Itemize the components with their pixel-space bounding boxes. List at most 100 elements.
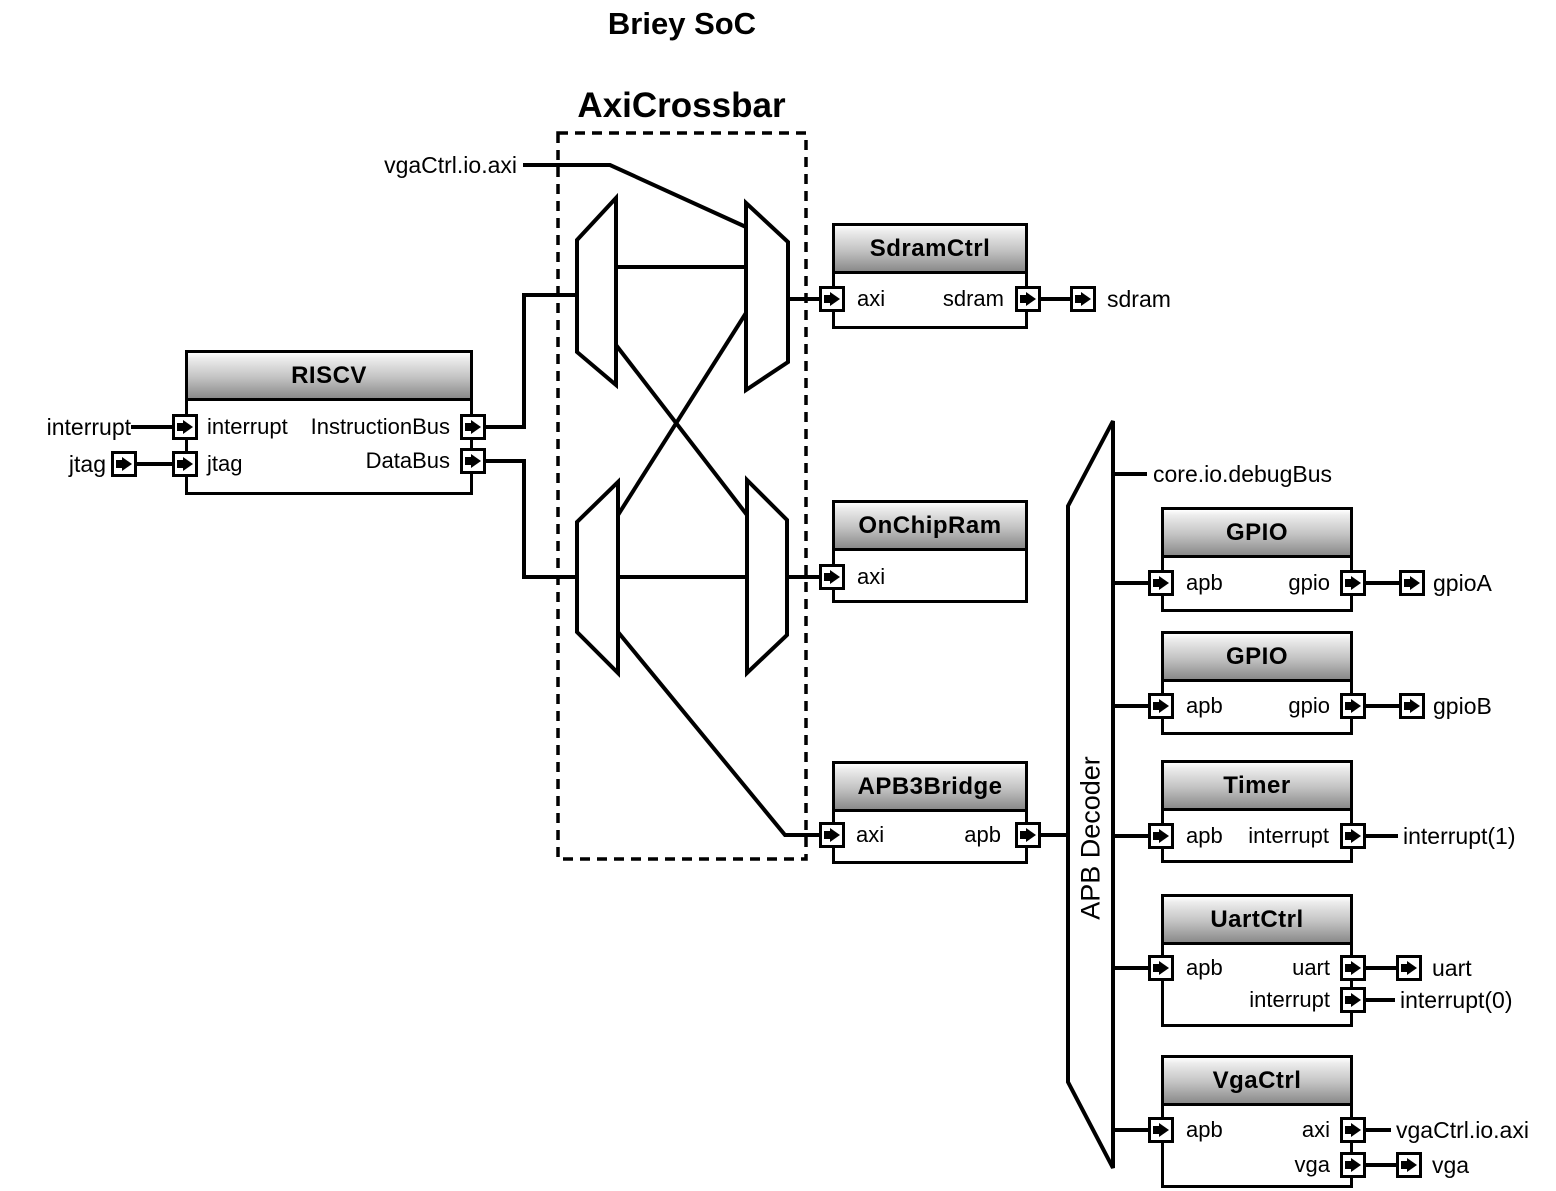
gpio-a-gpio-port [1340,570,1366,596]
gpio-b-apb-label: apb [1186,693,1223,718]
right-arrow-icon [1153,576,1169,590]
right-arrow-icon [177,457,193,471]
vgactrl-apb-label: apb [1186,1117,1223,1142]
right-arrow-icon [1345,1123,1361,1137]
uartctrl-uart-label: uart [1292,955,1330,980]
riscv-interrupt-label: interrupt [207,414,288,439]
right-arrow-icon [1153,829,1169,843]
timer-interrupt-port [1340,823,1366,849]
gpio-a-apb-port [1148,570,1174,596]
apb3bridge-apb-label: apb [964,822,1001,847]
gpio-a-apb-label: apb [1186,570,1223,595]
right-arrow-icon [824,292,840,306]
riscv-jtag-port [172,451,198,477]
right-arrow-icon [1153,699,1169,713]
right-arrow-icon [177,420,193,434]
external-gpioa-label: gpioA [1433,570,1492,596]
timer-apb-port [1148,823,1174,849]
right-arrow-icon [1401,1158,1417,1172]
external-gpioa-port [1399,570,1425,596]
external-uart-label: uart [1432,955,1472,981]
axicrossbar-label: AxiCrossbar [577,86,786,125]
external-jtag-port [111,451,137,477]
external-interrupt0-label: interrupt(0) [1400,987,1513,1013]
wire-dbus-to-apb3bridge [616,630,819,837]
uartctrl-uart-port [1340,955,1366,981]
onchipram-axi-port [819,564,845,590]
onchipram-axi-label: axi [857,564,886,589]
external-sdram-port [1070,286,1096,312]
onchipram-block: OnChipRam [832,500,1028,603]
external-uart-port [1396,955,1422,981]
wire-dbus-to-sdram-mux [616,311,748,517]
right-arrow-icon [1345,1158,1361,1172]
crossbar-input-trapezoid-bottom [575,477,620,678]
sdramctrl-axi-port [819,286,845,312]
right-arrow-icon [1345,576,1361,590]
sdramctrl-title: SdramCtrl [835,226,1025,274]
gpio-a-title: GPIO [1164,510,1350,558]
crossbar-output-trapezoid-bottom [745,475,789,678]
vgactrl-vga-port [1340,1152,1366,1178]
axicrossbar-dashed-box [556,131,808,861]
gpio-a-block: GPIO [1161,507,1353,612]
right-arrow-icon [1020,292,1036,306]
vgactrl-apb-port [1148,1117,1174,1143]
riscv-databus-port [460,448,486,474]
timer-apb-label: apb [1186,823,1223,848]
gpio-b-block: GPIO [1161,631,1353,735]
onchipram-title: OnChipRam [835,503,1025,551]
uartctrl-interrupt-label: interrupt [1249,987,1330,1012]
wire-vga-axi-in [523,163,747,229]
right-arrow-icon [1153,961,1169,975]
apb3bridge-title: APB3Bridge [835,764,1025,812]
riscv-instructionbus-label: InstructionBus [310,414,450,439]
right-arrow-icon [824,828,840,842]
riscv-instructionbus-port [460,414,486,440]
timer-title: Timer [1164,763,1350,811]
external-vga-port [1396,1152,1422,1178]
right-arrow-icon [1345,961,1361,975]
vgactrl-axi-port [1340,1117,1366,1143]
apb3bridge-axi-label: axi [856,822,885,847]
sdramctrl-block: SdramCtrl [832,223,1028,329]
right-arrow-icon [1075,292,1091,306]
apb3bridge-block: APB3Bridge [832,761,1028,864]
timer-block: Timer [1161,760,1353,863]
uartctrl-interrupt-port [1340,987,1366,1013]
right-arrow-icon [1345,993,1361,1007]
crossbar-input-trapezoid-top [575,192,618,390]
right-arrow-icon [824,570,840,584]
external-interrupt-label: interrupt [46,414,131,440]
sdramctrl-axi-label: axi [857,286,886,311]
wire-data-bus [486,459,577,579]
vgactrl-title: VgaCtrl [1164,1058,1350,1106]
gpio-b-title: GPIO [1164,634,1350,682]
external-gpiob-port [1399,693,1425,719]
riscv-title: RISCV [188,353,470,401]
crossbar-output-trapezoid-top [744,198,790,394]
riscv-databus-label: DataBus [365,448,450,473]
apb-decoder-label: APB Decoder [1075,756,1106,920]
wire-instruction-bus [486,293,577,429]
uartctrl-apb-port [1148,955,1174,981]
timer-interrupt-label: interrupt [1248,823,1329,848]
right-arrow-icon [1153,1123,1169,1137]
external-jtag-label: jtag [68,451,106,477]
uartctrl-title: UartCtrl [1164,897,1350,945]
right-arrow-icon [465,420,481,434]
vgactrl-vga-label: vga [1294,1152,1330,1177]
right-arrow-icon [1404,576,1420,590]
external-sdram-label: sdram [1107,286,1171,312]
wire-ibus-to-ram-mux [614,343,749,517]
right-arrow-icon [465,454,481,468]
right-arrow-icon [1020,828,1036,842]
apb3bridge-axi-port [819,822,845,848]
riscv-interrupt-port [172,414,198,440]
vga-axi-in-label: vgaCtrl.io.axi [384,152,517,178]
gpio-b-apb-port [1148,693,1174,719]
debugbus-label: core.io.debugBus [1153,461,1333,487]
external-gpiob-label: gpioB [1433,693,1492,719]
apb3bridge-apb-port [1015,822,1041,848]
external-vga-axi-label: vgaCtrl.io.axi [1396,1117,1529,1143]
